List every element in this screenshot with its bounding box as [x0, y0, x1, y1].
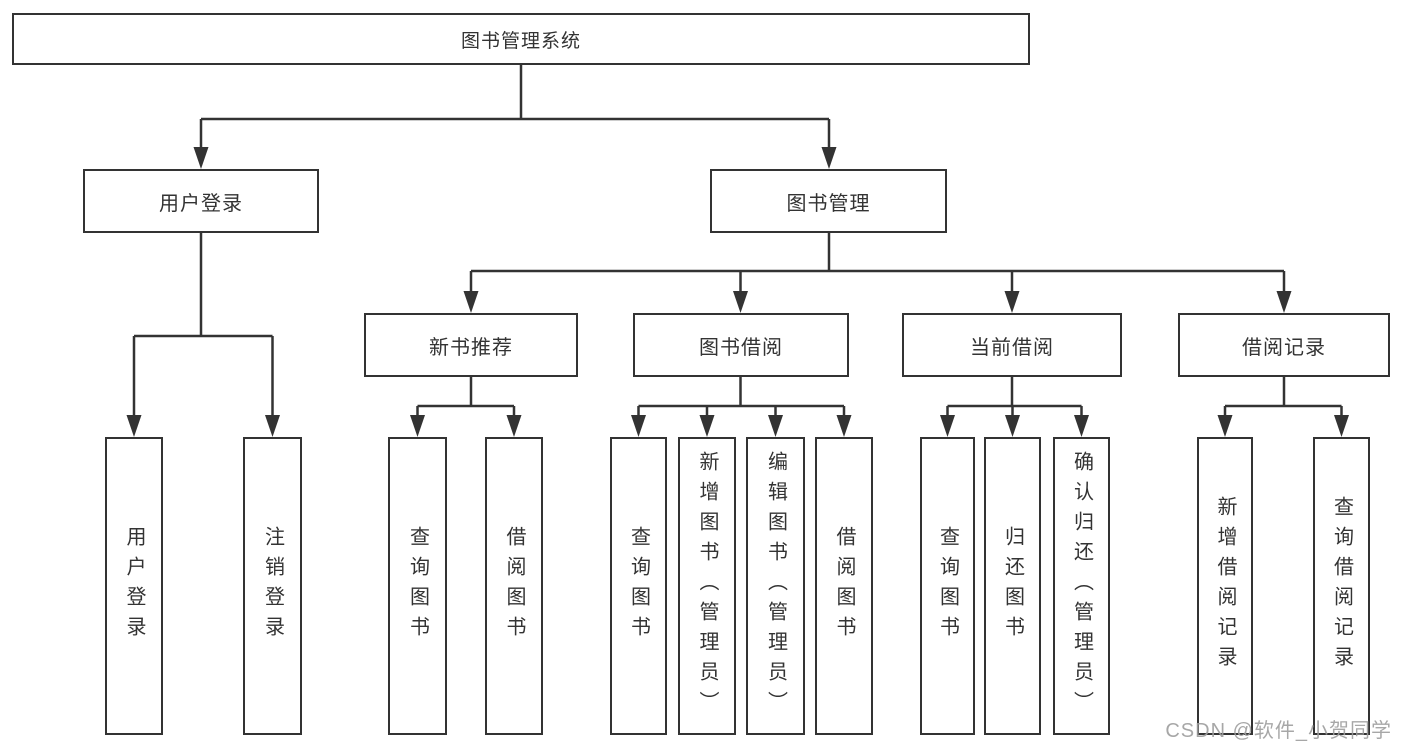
node-borrow-records: 借阅记录: [1178, 313, 1390, 377]
leaf-query-borrow-record: 查询借阅记录: [1313, 437, 1370, 735]
node-current-borrow-label: 当前借阅: [970, 336, 1054, 359]
leaf-query-books-2: 查询图书: [610, 437, 667, 735]
leaf-user-login-label: 用户登录: [123, 526, 145, 646]
leaf-query-books-1-label: 查询图书: [406, 526, 429, 646]
leaf-return-book-label: 归还图书: [1001, 526, 1024, 646]
leaf-edit-book-admin-label: 编辑图书（管理员）: [764, 451, 787, 721]
leaf-query-books-3: 查询图书: [920, 437, 975, 735]
node-new-book-recommend: 新书推荐: [364, 313, 578, 377]
csdn-watermark: CSDN @软件_小贺同学: [1165, 720, 1392, 742]
leaf-edit-book-admin: 编辑图书（管理员）: [746, 437, 805, 735]
leaf-add-borrow-record: 新增借阅记录: [1197, 437, 1253, 735]
node-current-borrow: 当前借阅: [902, 313, 1122, 377]
leaf-return-book: 归还图书: [984, 437, 1041, 735]
leaf-confirm-return-admin: 确认归还（管理员）: [1053, 437, 1110, 735]
node-book-borrow: 图书借阅: [633, 313, 849, 377]
node-user-login: 用户登录: [83, 169, 319, 233]
leaf-add-book-admin: 新增图书（管理员）: [678, 437, 736, 735]
node-user-login-label: 用户登录: [159, 192, 243, 215]
leaf-query-books-1: 查询图书: [388, 437, 447, 735]
leaf-add-book-admin-label: 新增图书（管理员）: [696, 451, 718, 721]
node-book-borrow-label: 图书借阅: [699, 336, 783, 359]
leaf-logout-label: 注销登录: [261, 526, 284, 646]
leaf-query-borrow-record-label: 查询借阅记录: [1330, 496, 1353, 676]
leaf-borrow-books-1-label: 借阅图书: [503, 526, 525, 646]
node-book-management: 图书管理: [710, 169, 947, 233]
leaf-query-books-2-label: 查询图书: [627, 526, 650, 646]
leaf-borrow-books-2: 借阅图书: [815, 437, 873, 735]
node-root-label: 图书管理系统: [460, 30, 581, 52]
node-book-management-label: 图书管理: [786, 192, 871, 215]
leaf-confirm-return-admin-label: 确认归还（管理员）: [1070, 451, 1093, 721]
leaf-query-books-3-label: 查询图书: [936, 526, 959, 646]
leaf-borrow-books-1: 借阅图书: [485, 437, 543, 735]
leaf-add-borrow-record-label: 新增借阅记录: [1214, 496, 1236, 676]
node-new-book-recommend-label: 新书推荐: [429, 336, 513, 359]
node-borrow-records-label: 借阅记录: [1242, 336, 1326, 359]
leaf-borrow-books-2-label: 借阅图书: [833, 526, 855, 646]
node-root: 图书管理系统: [12, 13, 1030, 65]
leaf-user-login: 用户登录: [105, 437, 163, 735]
leaf-logout: 注销登录: [243, 437, 302, 735]
